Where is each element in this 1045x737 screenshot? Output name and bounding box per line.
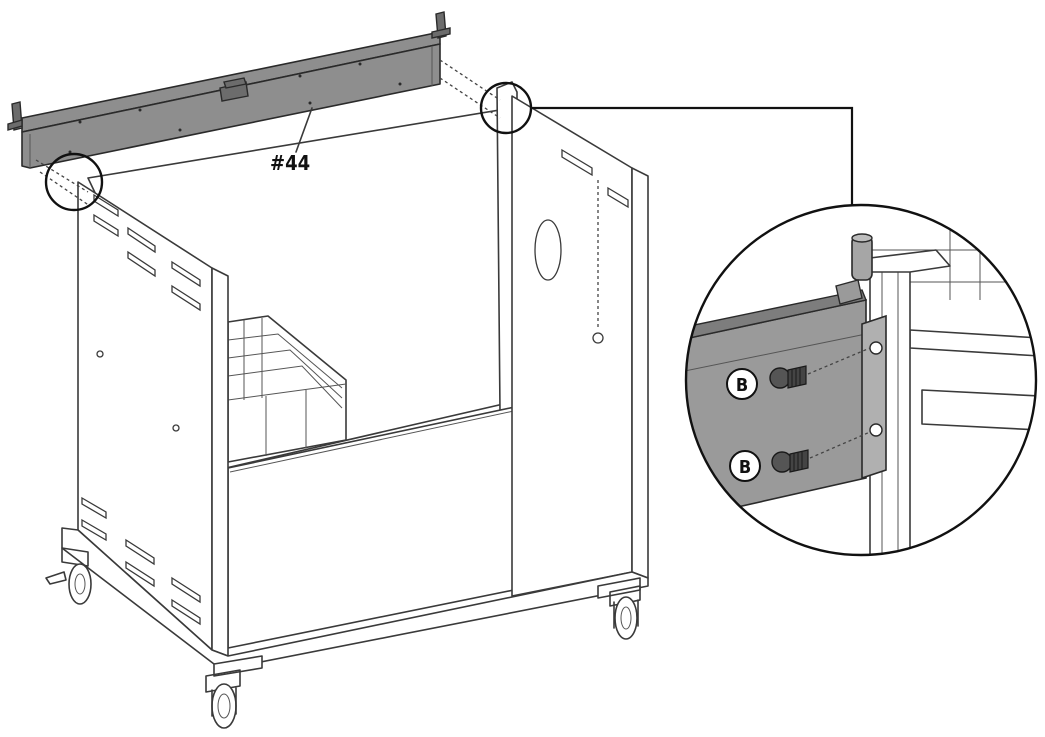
left-panel-vents [81,193,201,626]
top-bar-part-44 [7,11,451,169]
screw-label-bottom: B [739,457,751,478]
left-panel-edge [211,267,229,657]
cart-body [45,81,649,729]
hose-hook [592,332,604,344]
caster-back-left [45,547,92,605]
screw-b-top [769,365,807,389]
alignment-line [35,159,89,193]
right-side-panel [511,95,633,597]
screw-alignment [807,347,871,375]
zoom-detail: B B [684,203,1038,557]
detail-slot [921,389,1036,431]
part-label-leader [295,107,313,153]
right-panel-slot [607,186,629,209]
panel-screw-hole [172,424,180,432]
alignment-line [439,59,501,101]
right-panel-slot [561,148,593,177]
detail-bracket [861,314,887,480]
screw-label-badge [729,450,761,482]
bar-rivets [68,62,402,154]
screw-b-bottom [771,449,809,473]
callout-circle-left [44,152,104,212]
storage-bin [227,315,347,463]
caster-front-right [609,585,641,640]
zoom-leader-line [531,106,854,206]
right-panel-edge [631,167,649,579]
alignment-line [39,171,91,207]
screw-label-badge [726,368,758,400]
right-panel-hole [534,219,562,281]
base-foot [213,655,263,677]
screw-alignment [809,431,871,459]
base-frame [61,527,649,669]
screw-label-top: B [736,375,748,396]
alignment-line [439,77,501,119]
panel-screw-hole [96,350,104,358]
part-label: #44 [270,151,310,175]
caster-front-left [205,669,241,729]
zoom-detail-ring [684,203,1038,557]
